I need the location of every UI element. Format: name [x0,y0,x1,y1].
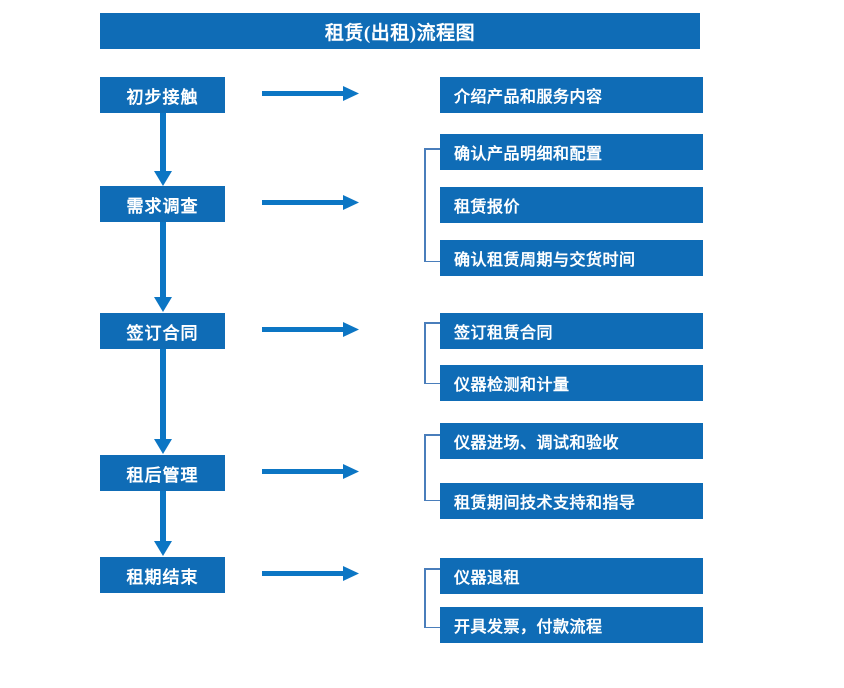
stage-box-3[interactable]: 签订合同 [100,313,225,349]
arrow-right-icon-2 [262,194,360,212]
group-bracket-icon-5 [424,568,441,628]
group-bracket-icon-2 [424,148,441,262]
arrow-down-icon-1 [152,113,174,187]
group-bracket-icon-3 [424,322,441,384]
detail-box-3[interactable]: 租赁报价 [440,187,703,223]
stage-box-5[interactable]: 租期结束 [100,557,225,593]
arrow-right-icon-5 [262,565,360,583]
detail-box-9[interactable]: 仪器退租 [440,558,703,594]
arrow-right-icon-4 [262,463,360,481]
stage-box-4[interactable]: 租后管理 [100,455,225,491]
arrow-down-icon-4 [152,490,174,557]
detail-box-2[interactable]: 确认产品明细和配置 [440,134,703,170]
detail-box-1[interactable]: 介绍产品和服务内容 [440,77,703,113]
stage-box-2[interactable]: 需求调查 [100,186,225,222]
detail-box-8[interactable]: 租赁期间技术支持和指导 [440,483,703,519]
detail-box-6[interactable]: 仪器检测和计量 [440,365,703,401]
page-title: 租赁(出租)流程图 [100,13,700,49]
detail-box-10[interactable]: 开具发票，付款流程 [440,607,703,643]
arrow-down-icon-2 [152,222,174,313]
arrow-right-icon-3 [262,321,360,339]
detail-box-4[interactable]: 确认租赁周期与交货时间 [440,240,703,276]
arrow-down-icon-3 [152,349,174,455]
group-bracket-icon-4 [424,434,441,501]
arrow-right-icon-1 [262,85,360,103]
detail-box-5[interactable]: 签订租赁合同 [440,313,703,349]
detail-box-7[interactable]: 仪器进场、调试和验收 [440,423,703,459]
stage-box-1[interactable]: 初步接触 [100,77,225,113]
